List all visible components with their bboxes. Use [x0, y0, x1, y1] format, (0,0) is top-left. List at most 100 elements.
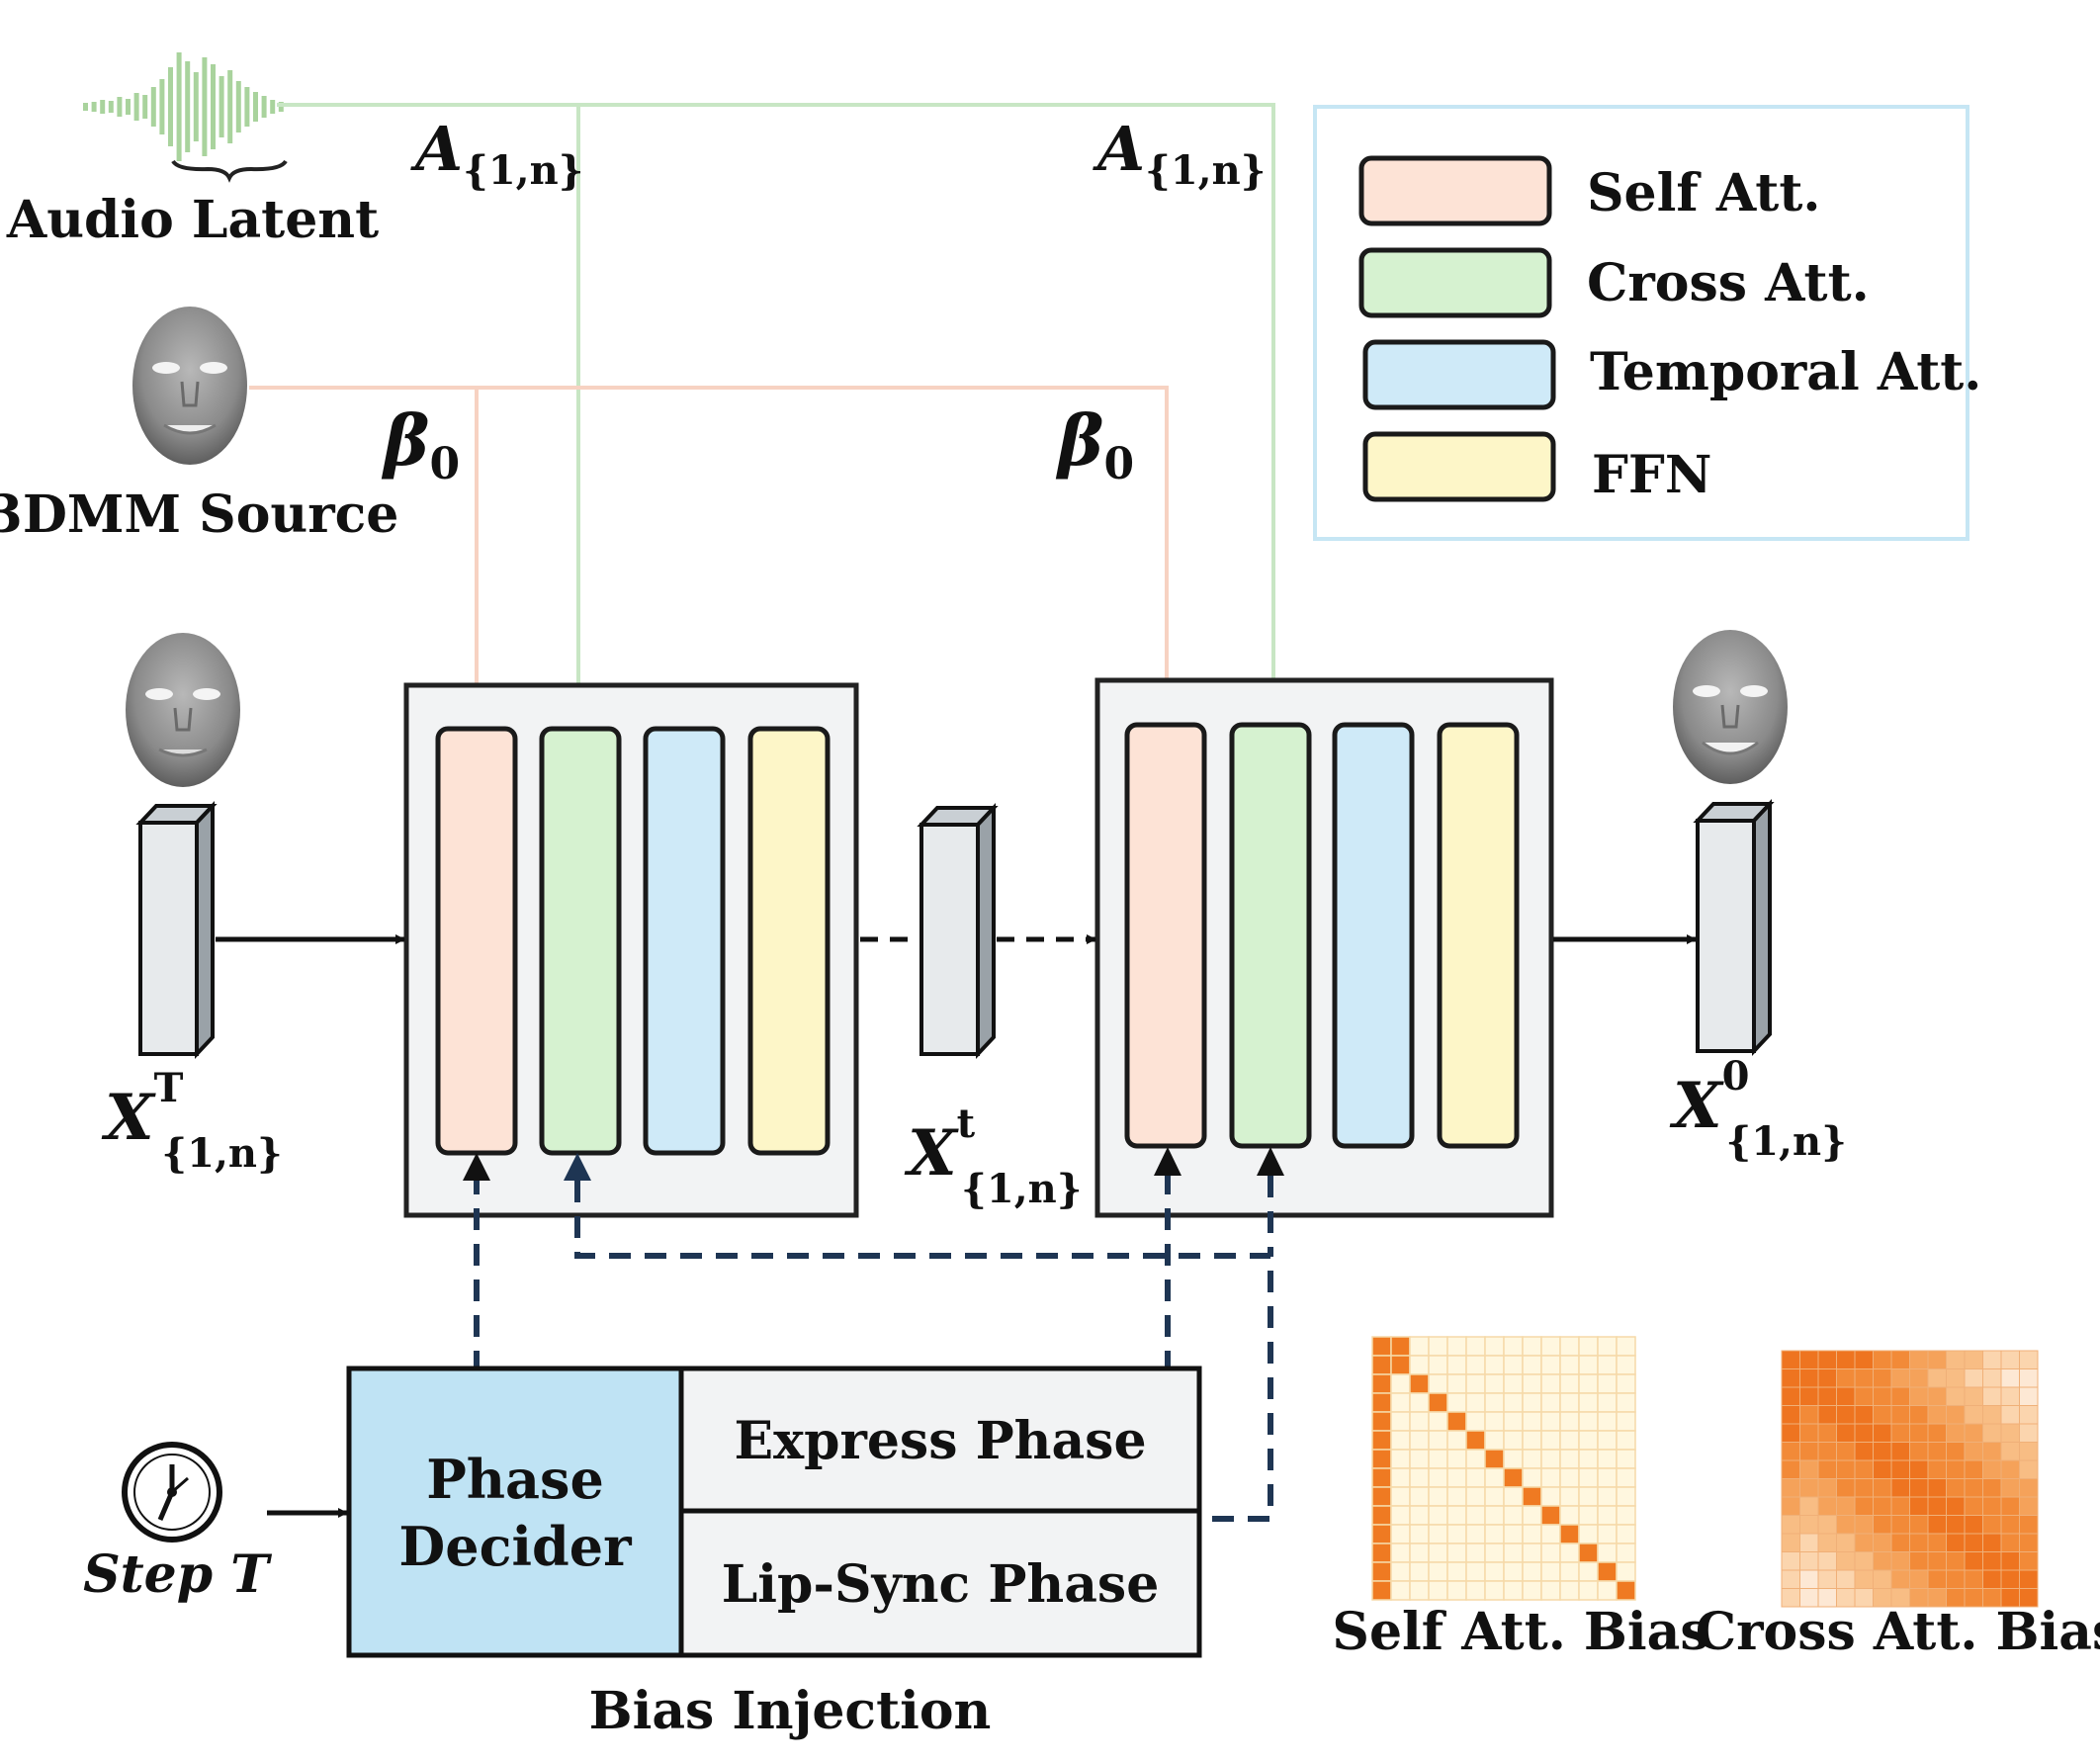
- cross-bias-cell: [1964, 1478, 1983, 1498]
- self-bias-cell: [1559, 1411, 1580, 1432]
- self-bias-cell: [1409, 1543, 1430, 1563]
- self-bias-cell: [1409, 1411, 1430, 1432]
- self-bias-cell: [1371, 1373, 1392, 1394]
- cross-bias-cell: [1854, 1442, 1874, 1461]
- self-bias-cell: [1559, 1580, 1580, 1601]
- self-bias-cell: [1540, 1561, 1561, 1582]
- self-bias-cell: [1616, 1561, 1636, 1582]
- self-bias-cell: [1559, 1355, 1580, 1375]
- cross-bias-cell: [2019, 1459, 2039, 1479]
- self-bias-cell: [1484, 1524, 1505, 1544]
- cross-bias-cell: [1799, 1350, 1819, 1369]
- waveform-bar: [235, 81, 241, 132]
- cross-bias-cell: [1946, 1386, 1966, 1406]
- cross-bias-cell: [1890, 1350, 1910, 1369]
- self-bias-cell: [1597, 1430, 1618, 1451]
- waveform-bar: [117, 97, 123, 117]
- self-bias-cell: [1465, 1505, 1486, 1526]
- cross-bias-cell: [2019, 1386, 2039, 1406]
- cross-bias-cell: [1817, 1459, 1837, 1479]
- self-bias-cell: [1578, 1580, 1599, 1601]
- self-att-bias-matrix: [1371, 1336, 1636, 1601]
- self-bias-cell: [1616, 1486, 1636, 1507]
- self-bias-cell: [1597, 1524, 1618, 1544]
- self-bias-cell: [1428, 1449, 1448, 1469]
- cross-bias-cell: [2000, 1496, 2020, 1516]
- self-bias-cell: [1484, 1336, 1505, 1357]
- cross-bias-cell: [1946, 1459, 1966, 1479]
- waveform-bar: [168, 67, 173, 146]
- self-bias-cell: [1428, 1430, 1448, 1451]
- cross-bias-cell: [1964, 1515, 1983, 1535]
- self-bias-cell: [1559, 1336, 1580, 1357]
- self-bias-cell: [1409, 1505, 1430, 1526]
- cross-bias-cell: [1927, 1496, 1947, 1516]
- cross-bias-cell: [1909, 1515, 1929, 1535]
- phase-decider-label-line2: Decider: [398, 1515, 632, 1578]
- cross-bias-cell: [1909, 1533, 1929, 1552]
- block2-ffn: [1437, 722, 1520, 1149]
- cross-bias-cell: [1890, 1368, 1910, 1388]
- self-bias-cell: [1428, 1355, 1448, 1375]
- output-state-label: X0{1,n}: [1669, 1053, 1847, 1165]
- clock-icon: [122, 1442, 222, 1543]
- self-bias-cell: [1616, 1467, 1636, 1488]
- self-bias-cell: [1484, 1580, 1505, 1601]
- cross-bias-cell: [1854, 1459, 1874, 1479]
- self-bias-cell: [1484, 1373, 1505, 1394]
- block2-temporal-att: [1332, 722, 1415, 1149]
- cross-bias-cell: [1873, 1459, 1892, 1479]
- self-bias-cell: [1465, 1543, 1486, 1563]
- legend-label-cross-att: Cross Att.: [1587, 253, 1870, 313]
- self-bias-cell: [1540, 1524, 1561, 1544]
- cross-bias-cell: [1946, 1478, 1966, 1498]
- cross-bias-cell: [2000, 1405, 2020, 1425]
- self-bias-cell: [1522, 1580, 1542, 1601]
- cross-bias-cell: [1817, 1386, 1837, 1406]
- bias-arrowhead-1: [463, 1153, 490, 1181]
- self-bias-cell: [1578, 1486, 1599, 1507]
- cross-bias-cell: [1854, 1515, 1874, 1535]
- self-bias-cell: [1465, 1373, 1486, 1394]
- cross-bias-cell: [1982, 1368, 2002, 1388]
- cross-bias-cell: [1799, 1515, 1819, 1535]
- self-bias-cell: [1484, 1467, 1505, 1488]
- self-bias-cell: [1409, 1430, 1430, 1451]
- cross-bias-cell: [1836, 1459, 1856, 1479]
- self-bias-cell: [1503, 1580, 1524, 1601]
- cross-bias-cell: [1964, 1533, 1983, 1552]
- self-bias-cell: [1578, 1449, 1599, 1469]
- self-bias-cell: [1465, 1524, 1486, 1544]
- self-bias-cell: [1446, 1392, 1467, 1413]
- cross-bias-cell: [2000, 1459, 2020, 1479]
- express-phase-label: Express Phase: [734, 1411, 1146, 1471]
- self-bias-cell: [1597, 1467, 1618, 1488]
- waveform-bar: [176, 52, 182, 161]
- cross-bias-cell: [1854, 1386, 1874, 1406]
- cross-bias-cell: [1982, 1386, 2002, 1406]
- step-label: Step T: [83, 1544, 272, 1605]
- self-bias-cell: [1578, 1561, 1599, 1582]
- cross-bias-cell: [1781, 1533, 1800, 1552]
- self-bias-cell: [1428, 1543, 1448, 1563]
- cross-bias-cell: [1873, 1515, 1892, 1535]
- cross-bias-cell: [1927, 1405, 1947, 1425]
- self-bias-cell: [1390, 1449, 1411, 1469]
- self-bias-cell: [1390, 1467, 1411, 1488]
- cross-bias-cell: [2000, 1533, 2020, 1552]
- cross-bias-cell: [1799, 1496, 1819, 1516]
- waveform-bar: [227, 70, 233, 143]
- self-bias-cell: [1522, 1373, 1542, 1394]
- cross-bias-cell: [1854, 1350, 1874, 1369]
- self-bias-cell: [1409, 1392, 1430, 1413]
- cross-bias-cell: [1854, 1496, 1874, 1516]
- self-bias-cell: [1503, 1561, 1524, 1582]
- cross-bias-cell: [1799, 1442, 1819, 1461]
- cross-bias-cell: [1799, 1405, 1819, 1425]
- cross-bias-cell: [2000, 1368, 2020, 1388]
- self-bias-cell: [1390, 1373, 1411, 1394]
- self-bias-cell: [1503, 1449, 1524, 1469]
- cross-bias-cell: [1982, 1478, 2002, 1498]
- self-bias-cell: [1371, 1411, 1392, 1432]
- cross-bias-cell: [1873, 1442, 1892, 1461]
